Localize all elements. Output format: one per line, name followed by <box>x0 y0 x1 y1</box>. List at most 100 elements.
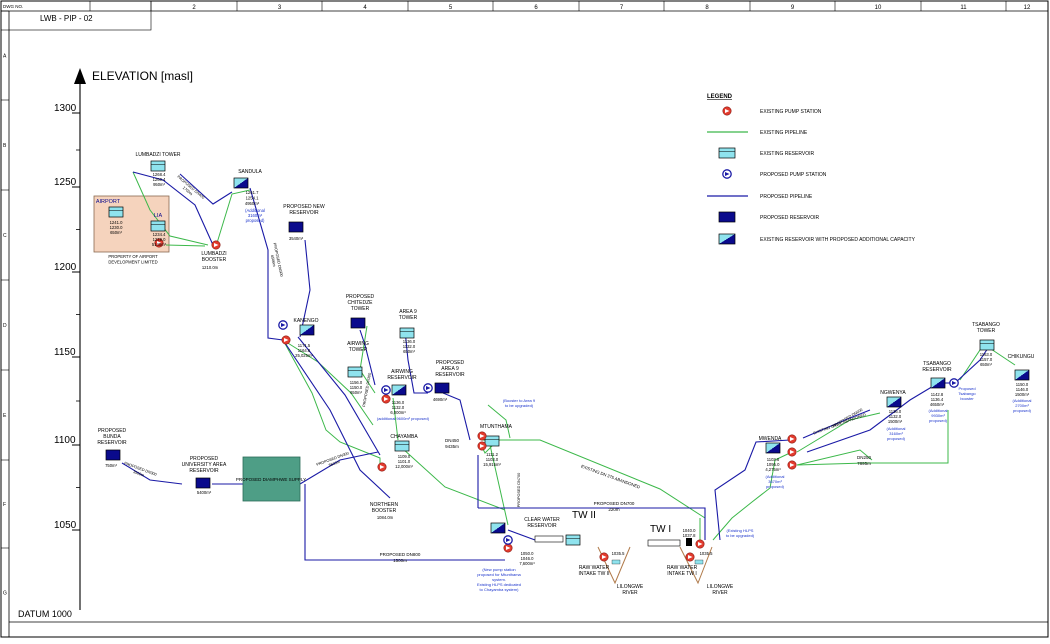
nodes-lilongwe_river_1-name-1: RIVER <box>622 590 638 596</box>
kanengo-pump-1 <box>281 335 291 345</box>
tw2-label: TW II <box>572 510 596 521</box>
pipe_labels-dn700-1: 220m <box>608 507 620 512</box>
legend-item: PROPOSED RESERVOIR <box>718 211 819 223</box>
pipe-chitedze <box>359 329 376 386</box>
nodes-airwing_res-data-2: 6,000m³ <box>390 410 406 415</box>
proposed-pump-icon <box>722 169 732 179</box>
pipe_labels-dn700-0: PROPOSED DN700 <box>594 501 635 506</box>
nodes-lilongwe_river_2-name-0: LILONGWE <box>707 584 734 590</box>
nodes-clear_water-note-4: to Chayamba system) <box>480 587 520 592</box>
existing-reservoir-icon <box>718 147 736 159</box>
nodes-ngwenya-data-2: 1500m³ <box>888 419 903 424</box>
mtunthama-reservoir <box>484 435 500 447</box>
nodes-chitedze-name-0: PROPOSED <box>346 294 375 300</box>
pipe_labels-univ_diam-1: 5500m <box>328 460 340 468</box>
chayamba-reservoir <box>394 440 410 452</box>
nodes-chikungu-data-0: 1150.0 <box>1016 382 1029 387</box>
nodes-hlps_note-1: to be upgraded) <box>726 533 755 538</box>
nodes-airwing_res-note: (additional 9600m³ proposed) <box>377 416 430 421</box>
tw1-plant <box>647 539 681 547</box>
airport-caption-0: PROPERTY OF AIRPORT <box>108 254 158 259</box>
clear-water-reservoir <box>490 522 506 534</box>
nodes-proposed_new_res-name-0: PROPOSED NEW <box>283 204 325 210</box>
nodes-mwenda-note-2: proposed) <box>766 484 785 489</box>
nodes-tsabango_res-name-1: RESERVOIR <box>922 367 952 373</box>
legend: LEGEND EXISTING PUMP STATION EXISTING PIP… <box>707 94 916 245</box>
airport-label1_data-0: 1241.0 <box>110 220 123 225</box>
clear-water-pump-2 <box>503 535 513 545</box>
tw2-intake-pump <box>599 552 609 562</box>
grid-col-9: 9 <box>791 5 795 11</box>
nodes-univ-data: 5400m³ <box>197 490 212 495</box>
pipe_labels-bunda_univ-1: 3500m <box>132 470 144 478</box>
nodes-chitedze-name-2: TOWER <box>351 306 370 312</box>
grid-col-11: 11 <box>960 5 967 11</box>
pipe_labels-airwing_dn: PROPOSED DN300 <box>362 373 372 408</box>
legend-label: PROPOSED PIPELINE <box>760 194 813 200</box>
grid-col-4: 4 <box>363 5 367 11</box>
legend-title: LEGEND <box>707 94 733 100</box>
dwg-number: LWB - PIP - 02 <box>40 14 93 23</box>
nodes-tsabango_booster-name-1: Tsabango <box>958 391 976 396</box>
nodes-bunda-name-2: RESERVOIR <box>97 440 127 446</box>
tick-1250: 1250 <box>54 177 77 188</box>
pipe-kanengo-dn <box>297 336 381 456</box>
mtunthama-pump-2 <box>477 441 487 451</box>
airport-label1_data-1: 1230.0 <box>110 225 123 230</box>
area9-reservoir <box>434 382 450 394</box>
river-water-tw2 <box>611 559 621 565</box>
bunda-reservoir <box>105 449 121 461</box>
nodes-chayamba-data-0: 1109.0 <box>398 454 411 459</box>
nodes-area9_tower-name-0: AREA 9 <box>399 309 417 315</box>
mwenda-pump-3 <box>787 460 797 470</box>
legend-item: PROPOSED PUMP STATION <box>722 169 827 179</box>
nodes-area9_tower-name-1: TOWER <box>399 315 418 321</box>
nodes-raw_water_1-name-0: RAW WATER <box>667 565 698 571</box>
nodes-raw_water_2-name-0: RAW WATER <box>579 565 610 571</box>
kanengo-reservoir <box>299 324 315 336</box>
grid-col-8: 8 <box>705 5 709 11</box>
axis-arrow-icon <box>74 68 86 84</box>
nodes-chitedze-name-1: CHITEDZE <box>348 300 374 306</box>
nodes-airwing_res-name-0: AIRWING <box>391 369 413 375</box>
nodes-mtunthama-data-2: 15,915m³ <box>483 462 501 467</box>
nodes-kanengo-name: KANENGO <box>293 318 318 324</box>
nodes-clear_water-data-1: 1046.0 <box>521 556 534 561</box>
nodes-northern_booster-data: 1084.0m <box>377 515 394 520</box>
nodes-lilongwe_river_1-name-0: LILONGWE <box>617 584 644 590</box>
nodes-mtunthama-note-0: (Booster to Area 9 <box>503 398 536 403</box>
nodes-airwing_res-name-1: RESERVOIR <box>387 375 417 381</box>
grid-row-C: C <box>3 233 7 239</box>
nodes-northern_booster-name-1: BOOSTER <box>372 508 397 514</box>
nodes-area9_res-name-1: AREA 9 <box>441 366 459 372</box>
pipe-clear-tw2 <box>507 529 536 541</box>
nodes-tsabango_booster-name-2: booster <box>960 396 974 401</box>
nodes-tsabango_tower-data-1: 1157.0 <box>980 357 993 362</box>
legend-label: PROPOSED RESERVOIR <box>760 215 819 221</box>
legend-item: EXISTING PIPELINE <box>707 130 808 136</box>
pipe-area9-tower <box>404 329 428 394</box>
legend-item: PROPOSED PIPELINE <box>707 194 813 200</box>
legend-item: EXISTING PUMP STATION <box>722 106 822 116</box>
pipe-chayamba-clear <box>401 447 506 511</box>
nodes-univ-name-1: UNIVERSITY AREA <box>182 462 227 468</box>
nodes-proposed_new_res-data: 3540m³ <box>289 236 304 241</box>
legend-label: EXISTING RESERVOIR <box>760 151 814 157</box>
nodes-chayamba-name: CHAYAMBA <box>390 434 418 440</box>
lia-pump <box>154 238 164 248</box>
mwenda-reservoir <box>765 442 781 454</box>
nodes-airwing_tower-data-2: 650m³ <box>350 390 362 395</box>
airport-label1_data-2: 650m³ <box>110 230 122 235</box>
pipe_labels-dn450-1: 9435m <box>445 444 459 449</box>
nodes-area9_tower-data-0: 1136.0 <box>403 339 416 344</box>
grid-row-A: A <box>3 54 7 60</box>
nodes-tsabango_tower-data-2: 650m³ <box>980 362 992 367</box>
nodes-clear_water-note-1: proposed for Mtunthama <box>477 572 521 577</box>
grid-row-G: G <box>3 591 7 597</box>
proposed-reservoir-icon <box>718 211 736 223</box>
nodes-ngwenya-note-2: proposed) <box>887 436 906 441</box>
area9-tower-reservoir <box>399 327 415 339</box>
nodes-airwing_res-data-1: 1132.0 <box>392 405 405 410</box>
